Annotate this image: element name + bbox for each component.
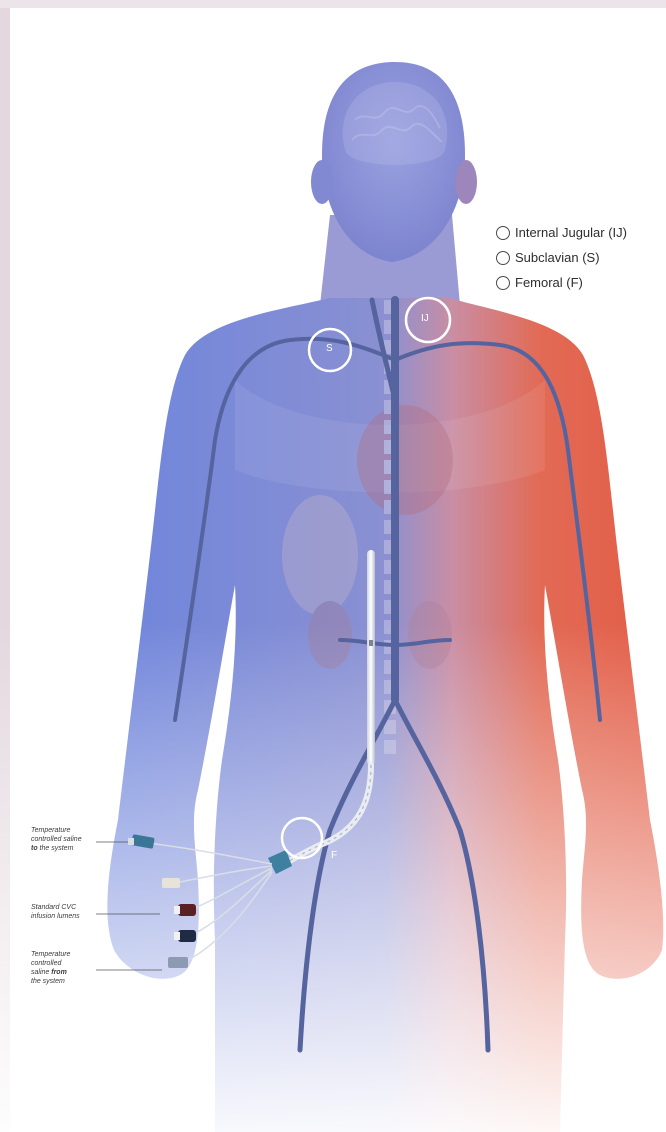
callout-text: saline: [31, 969, 51, 976]
callout-bold-text: from: [51, 969, 67, 976]
legend-circle-icon: [496, 276, 510, 290]
callout-text: controlled: [31, 959, 70, 968]
legend-item-label: Internal Jugular (IJ): [515, 225, 627, 240]
site-label-f: F: [331, 850, 337, 861]
callout-saline-to: Temperature controlled saline to the sys…: [31, 826, 82, 853]
callout-text: Temperature: [31, 950, 70, 959]
callout-cvc: Standard CVC infusion lumens: [31, 903, 80, 921]
site-label-s: S: [326, 343, 333, 354]
legend-item-label: Femoral (F): [515, 275, 583, 290]
legend-circle-icon: [496, 226, 510, 240]
callout-text: the system: [38, 845, 74, 852]
callout-text: saline from: [31, 968, 70, 977]
callout-saline-from: Temperature controlled saline from the s…: [31, 950, 70, 986]
callout-text: infusion lumens: [31, 912, 80, 921]
legend-item-label: Subclavian (S): [515, 250, 600, 265]
callout-text: to the system: [31, 844, 82, 853]
callout-text: the system: [31, 977, 70, 986]
legend: Internal Jugular (IJ) Subclavian (S) Fem…: [496, 220, 666, 295]
legend-item-internal-jugular: Internal Jugular (IJ): [496, 220, 666, 245]
legend-item-femoral: Femoral (F): [496, 270, 666, 295]
legend-item-subclavian: Subclavian (S): [496, 245, 666, 270]
callout-bold-text: to: [31, 845, 38, 852]
callout-text: Temperature: [31, 826, 82, 835]
site-label-ij: IJ: [421, 313, 429, 324]
callout-text: Standard CVC: [31, 903, 80, 912]
legend-circle-icon: [496, 251, 510, 265]
callout-text: controlled saline: [31, 835, 82, 844]
